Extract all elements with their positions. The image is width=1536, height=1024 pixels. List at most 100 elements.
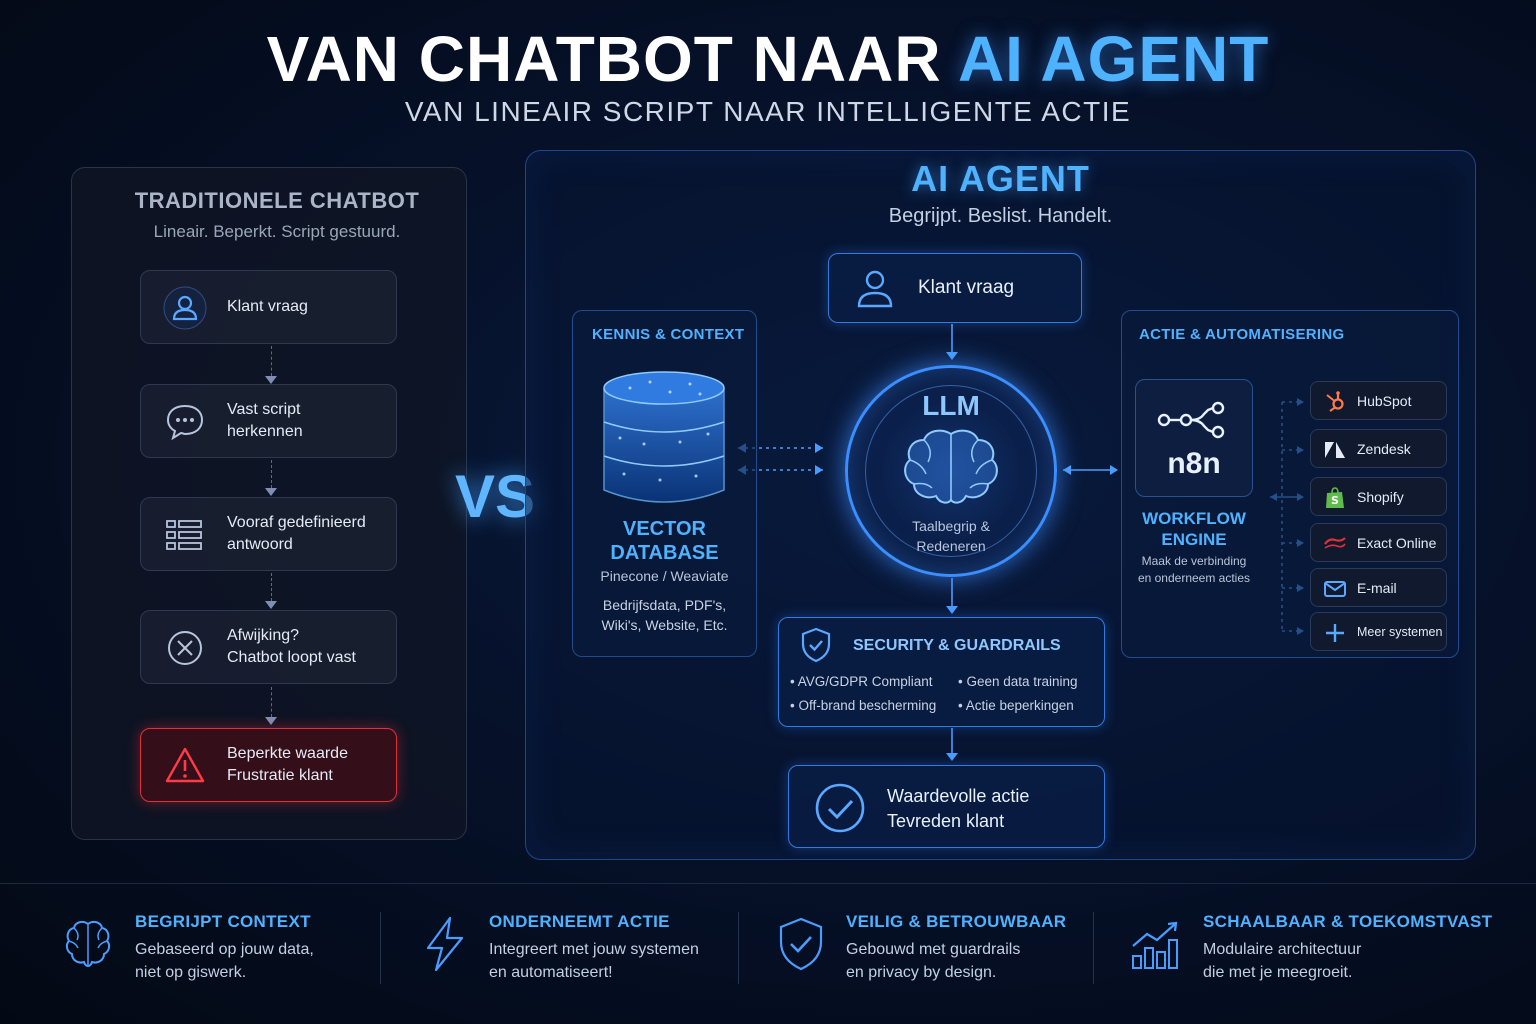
user-icon	[163, 286, 207, 330]
chat-bubble-icon	[166, 404, 204, 441]
security-title: SECURITY & GUARDRAILS	[853, 637, 1061, 654]
title-main: VAN CHATBOT NAAR	[266, 23, 942, 95]
feature-text: Gebouwd met guardrails en privacy by des…	[846, 938, 1066, 984]
integration-exact-online: Exact Online	[1310, 523, 1447, 562]
feature-line: Modulaire architectuur	[1203, 941, 1362, 958]
feature-text: Modulaire architectuur die met je meegro…	[1203, 938, 1492, 984]
llm-inner-ring	[865, 385, 1037, 557]
wf-sub-line: en onderneem acties	[1137, 571, 1251, 585]
traditional-chatbot-subtitle: Lineair. Beperkt. Script gestuurd.	[153, 222, 401, 241]
svg-text:S: S	[1331, 494, 1339, 507]
feature-heading: VEILIG & BETROUWBAAR	[846, 912, 1067, 931]
brain-icon	[65, 920, 111, 968]
user-icon	[857, 270, 893, 308]
step-label: Afwijking?	[227, 627, 300, 644]
step-vast-script: Vast script herkennen	[140, 384, 397, 458]
workflow-nodes-icon	[1157, 401, 1225, 439]
check-circle-icon	[815, 783, 865, 833]
integration-label: Exact Online	[1357, 534, 1437, 551]
integration-hubspot: HubSpot	[1310, 381, 1447, 420]
title-accent: AI AGENT	[957, 23, 1270, 95]
result-box	[788, 765, 1105, 848]
result-line: Waardevolle actie	[887, 786, 1030, 806]
integration-email: E-mail	[1310, 568, 1447, 607]
footer-divider	[0, 883, 1536, 884]
connector-line	[271, 346, 272, 376]
database-icon	[603, 371, 725, 503]
wf-title-line: ENGINE	[1161, 530, 1227, 549]
integration-more-systems: Meer systemen	[1310, 612, 1447, 651]
input-klant-vraag	[828, 253, 1082, 323]
vector-tools: Pinecone / Weaviate	[600, 568, 729, 584]
n8n-label: n8n	[1167, 447, 1221, 480]
llm-desc-line: Taalbegrip &	[912, 518, 990, 534]
shield-check-icon	[801, 627, 831, 663]
kennis-heading: KENNIS & CONTEXT	[592, 326, 745, 343]
feature-schaalbaar: SCHAALBAAR & TOEKOMSTVAST Modulaire arch…	[1203, 912, 1492, 984]
feature-heading: BEGRIJPT CONTEXT	[135, 912, 311, 931]
arrow-down-icon	[265, 601, 277, 609]
data-source-line: Wiki's, Website, Etc.	[601, 617, 728, 633]
page-title: VAN CHATBOT NAAR AI AGENT	[0, 22, 1536, 96]
integration-label: Zendesk	[1357, 440, 1411, 457]
warning-icon	[165, 747, 205, 783]
feature-text: Gebaseerd op jouw data, niet op giswerk.	[135, 938, 314, 984]
n8n-workflow-box	[1135, 379, 1253, 497]
step-klant-vraag: Klant vraag	[140, 270, 397, 344]
step-label: Beperkte waarde	[227, 745, 348, 762]
shield-check-icon	[779, 917, 823, 971]
arrow-down-icon	[265, 376, 277, 384]
step-label: antwoord	[227, 536, 293, 553]
result-line: Tevreden klant	[887, 811, 1005, 831]
traditional-chatbot-title: TRADITIONELE CHATBOT	[134, 188, 420, 213]
exact-online-icon	[1324, 537, 1346, 549]
feature-veilig-betrouwbaar: VEILIG & BETROUWBAAR Gebouwd met guardra…	[846, 912, 1066, 984]
lightning-icon	[426, 916, 464, 972]
connector-line	[271, 573, 272, 601]
integration-shopify: S Shopify	[1310, 477, 1447, 516]
feature-line: en automatiseert!	[489, 964, 613, 981]
workflow-engine-description: Maak de verbinding en onderneem acties	[1124, 553, 1264, 587]
feature-line: die met je meegroeit.	[1203, 964, 1353, 981]
feature-line: en privacy by design.	[846, 964, 997, 981]
feature-text: Integreert met jouw systemen en automati…	[489, 938, 699, 984]
step-beperkte-waarde: Beperkte waarde Frustratie klant	[140, 728, 397, 802]
wf-title-line: WORKFLOW	[1142, 509, 1246, 528]
email-icon	[1324, 581, 1346, 597]
list-icon	[166, 520, 202, 550]
data-source-line: Bedrijfsdata, PDF's,	[602, 597, 727, 613]
wf-sub-line: Maak de verbinding	[1141, 554, 1247, 568]
zendesk-icon	[1325, 442, 1345, 458]
step-label: Vast script	[227, 401, 301, 418]
step-label: Frustratie klant	[227, 767, 333, 784]
footer-separator	[380, 912, 381, 984]
feature-begrijpt-context: BEGRIJPT CONTEXT Gebaseerd op jouw data,…	[135, 912, 314, 984]
connector-line	[271, 687, 272, 717]
shopify-icon: S	[1326, 487, 1344, 508]
vs-label: VS	[455, 463, 536, 530]
plus-icon	[1326, 624, 1344, 642]
ai-agent-title: AI AGENT	[911, 158, 1090, 199]
feature-heading: ONDERNEEMT ACTIE	[489, 912, 670, 931]
vector-title-line: DATABASE	[610, 542, 719, 564]
security-item: • AVG/GDPR Compliant	[790, 674, 933, 689]
llm-desc-line: Redeneren	[916, 538, 986, 554]
integration-label: HubSpot	[1357, 392, 1412, 409]
step-label: Vooraf gedefinieerd	[227, 514, 366, 531]
workflow-engine-title: WORKFLOW ENGINE	[1124, 508, 1264, 550]
vector-database-title: VECTOR DATABASE	[572, 517, 757, 565]
result-text: Waardevolle actie Tevreden klant	[887, 784, 1029, 834]
step-label: Klant vraag	[227, 298, 308, 315]
llm-description: Taalbegrip & Redeneren	[845, 516, 1057, 556]
step-afwijking: Afwijking? Chatbot loopt vast	[140, 610, 397, 684]
step-label: Chatbot loopt vast	[227, 649, 356, 666]
arrow-down-icon	[265, 717, 277, 725]
input-label: Klant vraag	[918, 277, 1015, 298]
vector-title-line: VECTOR	[623, 518, 706, 540]
feature-line: niet op giswerk.	[135, 964, 247, 981]
page-subtitle: VAN LINEAIR SCRIPT NAAR INTELLIGENTE ACT…	[404, 96, 1132, 127]
brain-icon	[904, 429, 998, 504]
step-label: herkennen	[227, 423, 303, 440]
security-item: • Actie beperkingen	[958, 698, 1074, 713]
integration-label: Shopify	[1357, 488, 1404, 505]
